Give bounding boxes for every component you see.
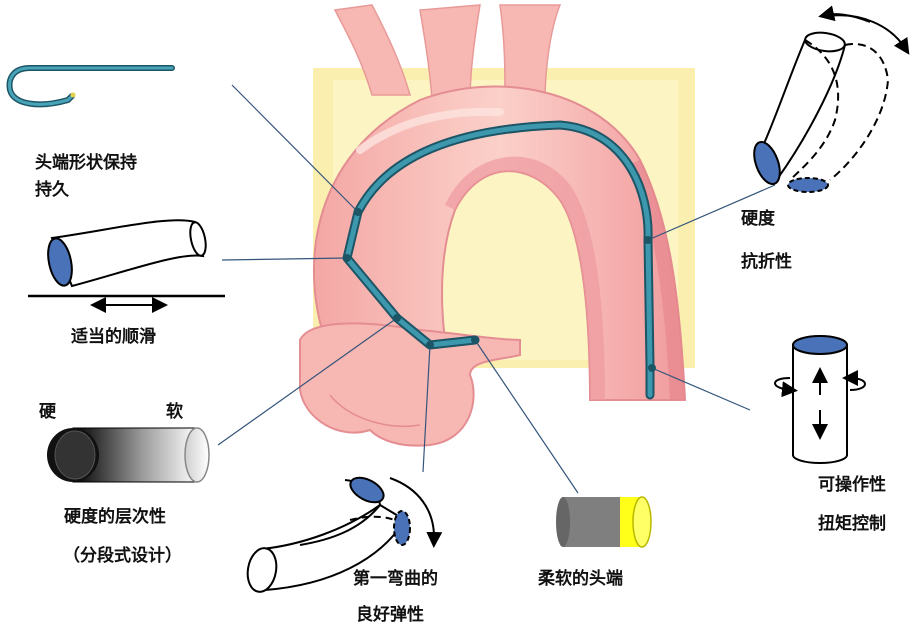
torque-control-icon xyxy=(774,335,866,464)
stiffness-label-line1: 硬度 xyxy=(741,209,775,229)
callout-lines xyxy=(217,84,776,494)
hard-label: 硬 xyxy=(39,402,56,422)
soft-tip-icon xyxy=(556,496,652,548)
smooth-label: 适当的顺滑 xyxy=(71,327,156,347)
hierarchy-label-line2: （分段式设计） xyxy=(63,546,182,566)
stiffness-label-line2: 抗折性 xyxy=(741,252,792,272)
first-curve-label-line2: 良好弹性 xyxy=(356,605,424,625)
kink-resistance-icon xyxy=(753,5,910,193)
first-curve-label-line1: 第一弯曲的 xyxy=(353,569,438,589)
soft-tip-label: 柔软的头端 xyxy=(538,569,623,589)
hooked-tip-icon xyxy=(6,65,175,108)
first-curve-elastic-icon xyxy=(246,476,443,593)
callout-dots xyxy=(343,208,656,372)
stiffness-gradient-tube xyxy=(47,427,210,483)
smooth-tube-icon xyxy=(28,219,225,313)
tip-shape-label-line1: 头端形状保持 xyxy=(35,153,137,173)
hierarchy-label-line1: 硬度的层次性 xyxy=(64,507,166,527)
torque-label-line2: 扭矩控制 xyxy=(818,514,886,534)
tip-shape-label-line2: 持久 xyxy=(35,180,69,200)
soft-label: 软 xyxy=(166,402,183,422)
catheter-in-aorta xyxy=(342,120,655,400)
torque-label-line1: 可操作性 xyxy=(818,475,886,495)
